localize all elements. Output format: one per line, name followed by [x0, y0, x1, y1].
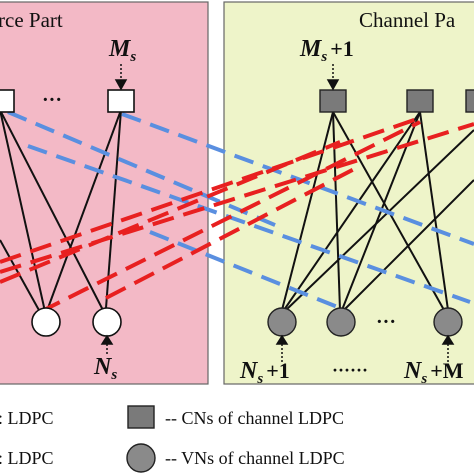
label-ns1-plus: +1	[266, 358, 290, 383]
label-ns-plus-1: Ns+1	[239, 358, 290, 387]
vn-dots-channel: ···	[376, 311, 396, 333]
legend-channel-cn-text: -- CNs of channel LDPC	[165, 408, 344, 428]
edge	[0, 239, 41, 313]
red-dashed-edges	[0, 116, 474, 314]
bottom-dots: ······	[332, 360, 368, 380]
arrow-head	[114, 79, 128, 91]
red-dashed-edge	[0, 140, 341, 284]
blue-dashed-edge	[7, 110, 283, 230]
source-cn-node	[107, 89, 135, 113]
channel-panel-title: Channel Pa	[359, 8, 456, 32]
label-nsm-sym: N	[403, 358, 423, 384]
edge	[419, 111, 449, 311]
blue-dashed-edges	[7, 110, 474, 314]
edge	[47, 109, 122, 309]
label-ns-plus-m: Ns+M	[403, 358, 464, 387]
legend-channel-vn-text: -- VNs of channel LDPC	[165, 448, 345, 468]
source-edges	[0, 109, 122, 317]
blue-dashed-edge	[121, 112, 474, 246]
label-ns1-sym: N	[239, 358, 259, 384]
blue-dashed-edge	[149, 230, 351, 314]
channel-cn-node	[465, 89, 474, 113]
arrow-head	[326, 79, 340, 91]
source-panel-title: rce Part	[0, 8, 63, 32]
label-ns1-sub: s	[256, 371, 263, 387]
label-nsm-plus: +M	[430, 358, 464, 383]
source-cn-node	[0, 89, 15, 113]
red-dashed-edge	[105, 164, 361, 300]
label-ms1-sym: M	[299, 36, 323, 62]
label-ms1-sub: s	[320, 49, 327, 65]
channel-vn-node	[326, 307, 356, 337]
arrow-head	[275, 334, 289, 345]
channel-vn-node	[267, 307, 297, 337]
label-ns-sym: N	[93, 354, 113, 380]
edge	[0, 109, 47, 317]
label-ns: Ns	[93, 354, 117, 383]
arrow-head	[441, 334, 455, 345]
label-ms-sym: M	[108, 36, 132, 62]
edge	[343, 179, 474, 311]
label-nsm-sub: s	[420, 371, 427, 387]
top-arrows	[114, 64, 340, 91]
channel-cn-node	[406, 89, 434, 113]
red-dashed-edge	[0, 116, 421, 264]
edge	[105, 109, 122, 309]
legend-channel-vn-swatch	[126, 443, 156, 473]
channel-cn-node	[319, 89, 347, 113]
label-ns-sub: s	[110, 367, 117, 383]
arrow-head	[100, 334, 114, 345]
label-ms1-plus: +1	[330, 36, 354, 61]
edge	[0, 109, 107, 317]
blue-dashed-edge	[27, 144, 471, 304]
top-dots-source: ···	[42, 89, 62, 111]
edge	[281, 111, 334, 311]
label-ms-sub: s	[129, 49, 136, 65]
legend-source-vn-text: : LDPC	[0, 448, 54, 468]
source-vn-node	[92, 307, 122, 337]
legend-source-cn-text: : LDPC	[0, 408, 54, 428]
label-ms-plus-1: Ms+1	[299, 36, 354, 65]
edge	[285, 129, 474, 311]
edge	[283, 111, 421, 311]
red-dashed-edge	[39, 120, 421, 314]
label-ms: Ms	[108, 36, 136, 65]
red-dashed-edge	[0, 122, 474, 274]
legend-channel-cn-swatch	[127, 405, 155, 429]
channel-vn-node	[433, 307, 463, 337]
legend: : LDPC : LDPC -- CNs of channel LDPC -- …	[0, 405, 345, 473]
source-vn-node	[31, 307, 61, 337]
bottom-arrows	[100, 334, 455, 362]
